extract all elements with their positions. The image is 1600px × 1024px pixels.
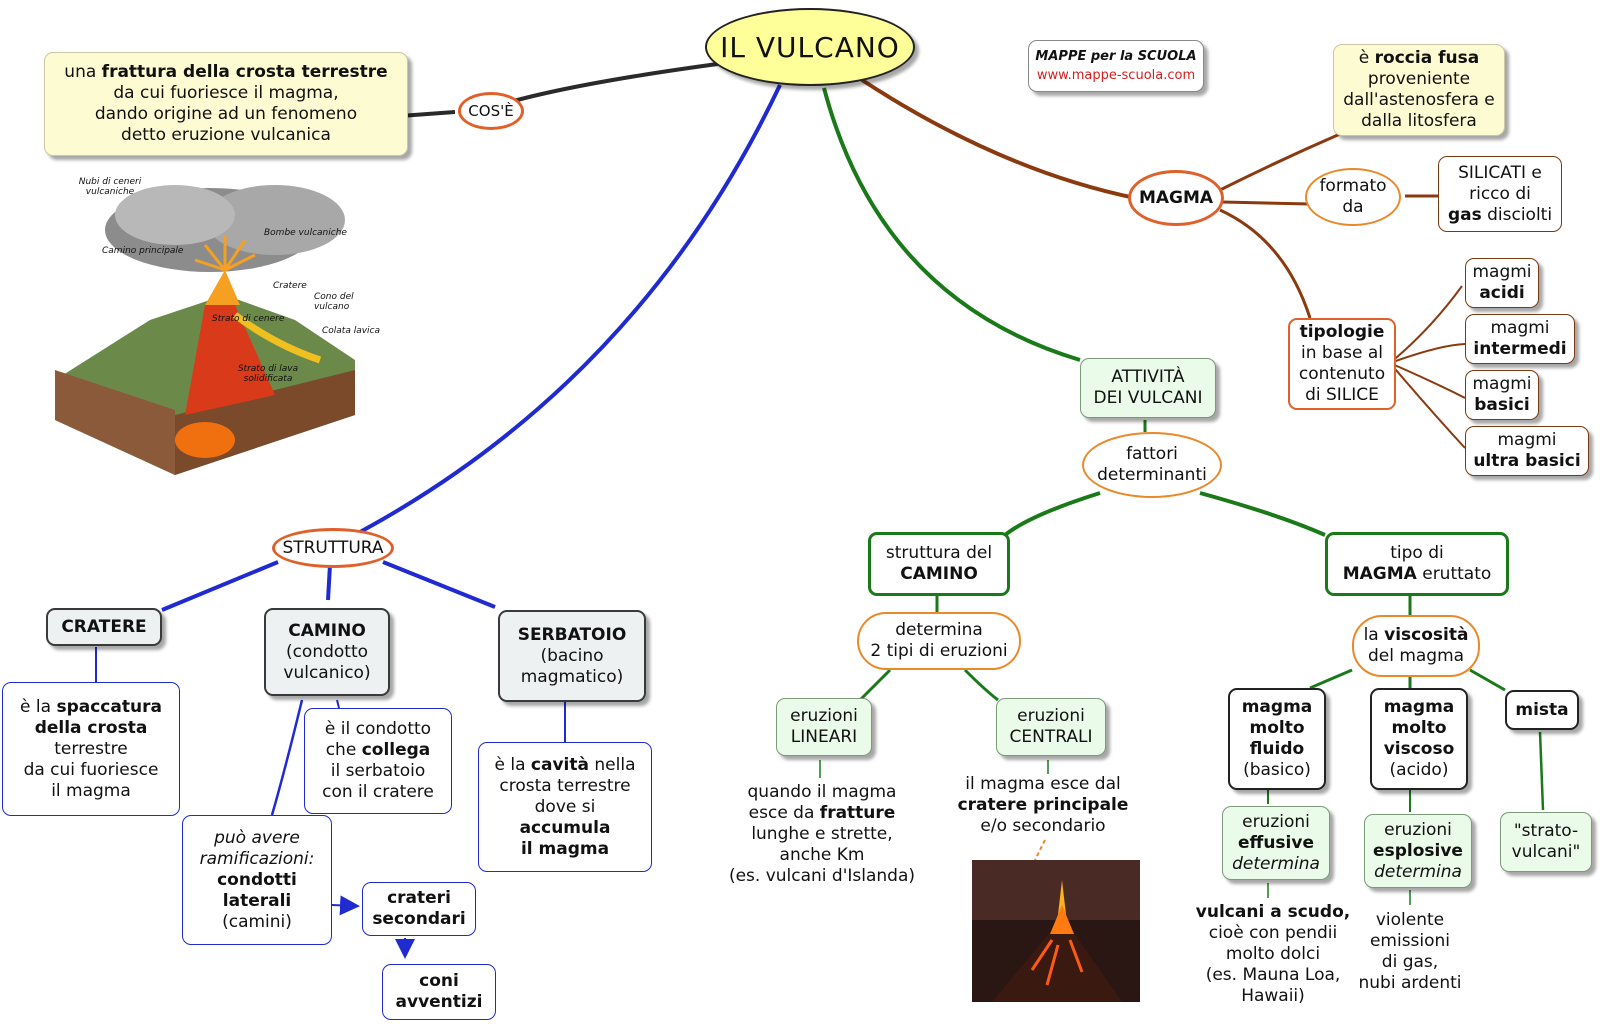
coni-avventizi-box: coni avventizi bbox=[382, 964, 496, 1020]
label-main-vent: Camino principale bbox=[102, 246, 184, 256]
tipo-magma-box: tipo di MAGMA eruttato bbox=[1325, 532, 1509, 596]
fattori-node: fattori determinanti bbox=[1082, 432, 1222, 498]
tipologie-box: tipologie in base al contenuto di SILICE bbox=[1288, 318, 1396, 410]
label-ash-layer: Strato di cenere bbox=[212, 314, 285, 324]
scudo-desc: vulcani a scudo, cioè con pendii molto d… bbox=[1195, 902, 1351, 1006]
camino-desc: è il condotto che collega il serbatoio c… bbox=[304, 708, 452, 814]
cratere-desc: è la spaccatura della crosta terrestre d… bbox=[2, 682, 180, 816]
ramificazioni-box: può avere ramificazioni: condotti latera… bbox=[182, 815, 332, 945]
label-bombs: Bombe vulcaniche bbox=[264, 228, 347, 238]
cose-label: COS'È bbox=[468, 101, 514, 120]
brand-box[interactable]: MAPPE per la SCUOLA www.mappe-scuola.com bbox=[1028, 40, 1204, 92]
brand-url[interactable]: www.mappe-scuola.com bbox=[1036, 68, 1196, 83]
cose-node: COS'È bbox=[458, 92, 524, 130]
effusive-box: eruzioni effusive determina bbox=[1222, 806, 1330, 880]
lineari-desc: quando il magma esce da fratture lunghe … bbox=[728, 782, 916, 886]
centrali-desc: il magma esce dal cratere principale e/o… bbox=[957, 774, 1129, 836]
struttura-node: STRUTTURA bbox=[272, 528, 394, 568]
magma-node: MAGMA bbox=[1128, 170, 1224, 226]
label-clouds: Nubi di ceneri vulcaniche bbox=[78, 177, 142, 197]
silicati-box: SILICATI e ricco di gas disciolti bbox=[1438, 156, 1562, 232]
magma-def-box: è roccia fusa proveniente dall'astenosfe… bbox=[1333, 44, 1505, 136]
eruzioni-centrali-box: eruzioni CENTRALI bbox=[996, 698, 1106, 756]
viscosita-node: la viscosità del magma bbox=[1352, 615, 1480, 677]
esplosive-box: eruzioni esplosive determina bbox=[1364, 814, 1472, 888]
struttura-camino-box: struttura del CAMINO bbox=[868, 532, 1010, 596]
eruzioni-lineari-box: eruzioni LINEARI bbox=[776, 698, 872, 756]
label-cone: Cono del vulcano bbox=[314, 292, 354, 312]
mista-box: mista bbox=[1505, 690, 1579, 730]
violente-desc: violente emissioni di gas, nubi ardenti bbox=[1358, 910, 1462, 993]
crateri-secondari-box: crateri secondari bbox=[362, 882, 476, 936]
serbatoio-desc: è la cavità nella crosta terrestre dove … bbox=[478, 742, 652, 872]
cratere-box: CRATERE bbox=[46, 608, 162, 646]
brand-line1: MAPPE per la SCUOLA bbox=[1035, 49, 1197, 64]
serbatoio-box: SERBATOIO (bacino magmatico) bbox=[498, 610, 646, 702]
label-crater: Cratere bbox=[273, 281, 307, 291]
camino-box: CAMINO (condotto vulcanico) bbox=[264, 608, 390, 696]
definition-box: una frattura della crosta terrestre da c… bbox=[44, 52, 408, 156]
volcano-illustration bbox=[55, 185, 355, 475]
title-node: IL VULCANO bbox=[705, 8, 915, 86]
title-text: IL VULCANO bbox=[720, 30, 900, 64]
magma-fluido-box: magma molto fluido (basico) bbox=[1228, 688, 1326, 790]
eruption-photo bbox=[972, 860, 1140, 1002]
formato-node: formato da bbox=[1305, 168, 1401, 226]
determina-node: determina 2 tipi di eruzioni bbox=[857, 612, 1021, 670]
label-solid-lava: Strato di lava solidificata bbox=[237, 364, 299, 384]
strato-vulcani-box: "strato- vulcani" bbox=[1500, 812, 1592, 872]
label-lava-flow: Colata lavica bbox=[322, 326, 381, 336]
magma-viscoso-box: magma molto viscoso (acido) bbox=[1370, 688, 1468, 790]
attivita-box: ATTIVITÀ DEI VULCANI bbox=[1080, 358, 1216, 418]
